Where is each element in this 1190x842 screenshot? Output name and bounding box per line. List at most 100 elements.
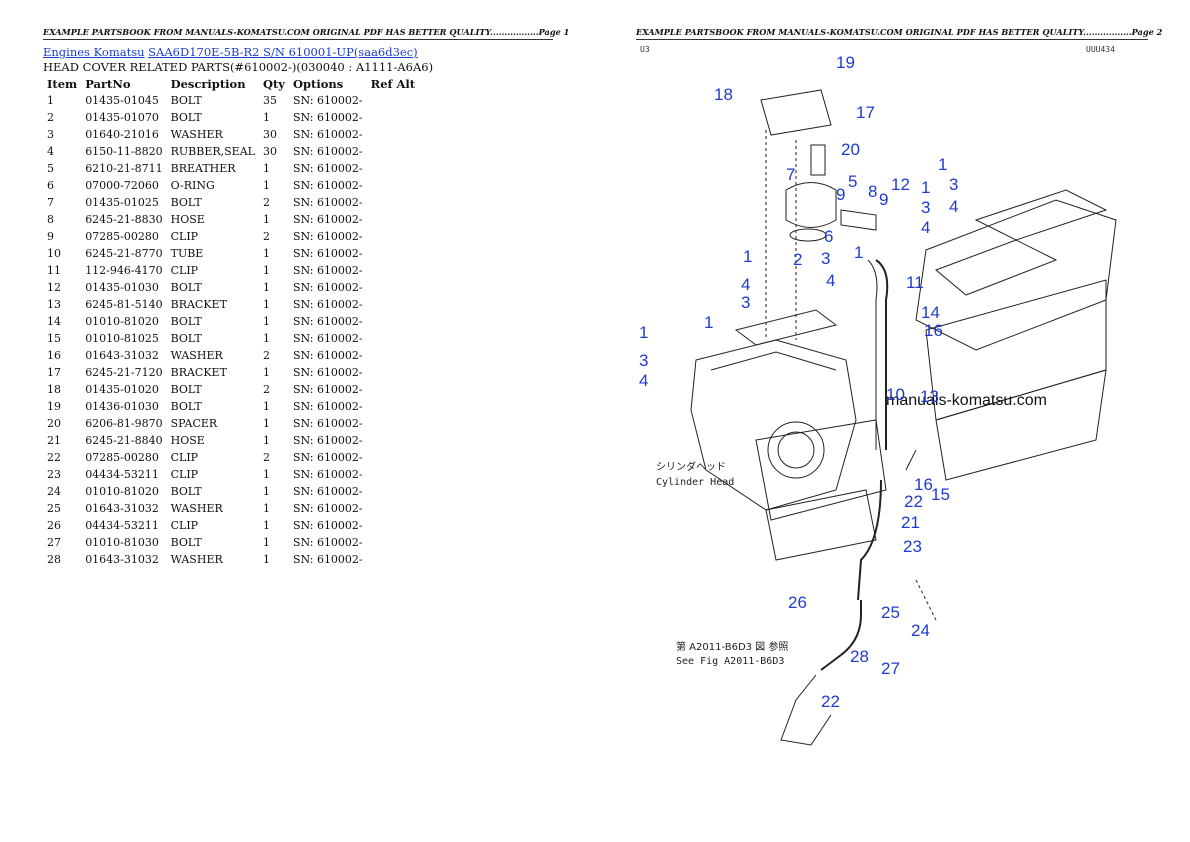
callout-number: 16 [924,321,943,340]
bracket-17 [760,89,832,136]
callout-number: 11 [906,273,924,292]
cell-item: 9 [47,230,54,243]
cell-qty: 30 [262,128,277,141]
cell-partno: 6245-21-8830 [85,213,163,226]
cell-refalt [367,449,419,466]
cell-options: SN: 610002- [292,196,363,209]
cell-partno: 6245-21-8770 [85,247,163,260]
cell-partno: 01640-21016 [85,128,159,141]
col-refalt: Ref Alt [370,76,416,91]
breadcrumb-link-engines[interactable]: Engines Komatsu [43,45,145,59]
callout-number: 4 [921,218,930,237]
callout-number: 7 [786,165,795,184]
cell-qty: 35 [262,94,277,107]
head-port-ring [767,421,825,479]
cell-options: SN: 610002- [292,111,363,124]
cell-qty: 1 [262,400,270,413]
cell-options: SN: 610002- [292,145,363,158]
cell-item: 26 [47,519,61,532]
cell-qty: 1 [262,332,270,345]
cell-description: SPACER [170,417,218,430]
cell-qty: 1 [262,553,270,566]
col-description: Description [170,76,246,91]
cell-item: 16 [47,349,61,362]
cell-partno: 01643-31032 [85,553,159,566]
cell-partno: 01010-81020 [85,485,159,498]
breadcrumb-link-model[interactable]: SAA6D170E-5B-R2 S/N 610001-UP(saa6d3ec) [148,45,418,59]
cell-description: WASHER [170,502,223,515]
cell-description: WASHER [170,553,223,566]
cell-description: BOLT [170,383,202,396]
cell-refalt [367,517,419,534]
lower-flange [780,674,832,746]
cell-refalt [367,432,419,449]
callout-number: 4 [826,271,835,290]
cell-description: BOLT [170,196,202,209]
cell-refalt [367,347,419,364]
cell-item: 19 [47,400,61,413]
cell-partno: 07285-00280 [85,230,159,243]
head-cover-right-top-a [974,189,1108,241]
cell-qty: 2 [262,451,270,464]
cell-partno: 07000-72060 [85,179,159,192]
cell-item: 5 [47,162,54,175]
cell-refalt [367,466,419,483]
cell-partno: 01435-01045 [85,94,159,107]
cell-item: 24 [47,485,61,498]
cell-options: SN: 610002- [292,485,363,498]
callout-number: 9 [879,190,888,209]
cell-partno: 01436-01030 [85,400,159,413]
cell-qty: 2 [262,230,270,243]
cylinder-head-label: Cylinder Head [656,477,734,488]
cell-item: 8 [47,213,54,226]
callout-number: 4 [949,197,958,216]
cell-qty: 1 [262,111,270,124]
callout-number: 3 [949,175,958,194]
cell-description: TUBE [170,247,204,260]
cell-refalt [367,279,419,296]
cell-options: SN: 610002- [292,162,363,175]
cell-refalt [367,364,419,381]
cell-options: SN: 610002- [292,434,363,447]
cell-refalt [367,381,419,398]
cell-options: SN: 610002- [292,281,363,294]
hose-lower [820,600,862,671]
cell-description: O-RING [170,179,215,192]
head-cover-right-outline [915,199,1117,351]
cell-partno: 01010-81030 [85,536,159,549]
watermark-text: manuals-komatsu.com [886,392,1047,409]
leader-line-d [915,579,937,621]
cell-item: 7 [47,196,54,209]
cell-partno: 04434-53211 [85,468,159,481]
cell-item: 14 [47,315,61,328]
jp-ref-label: 第 A2011-B6D3 図 参照 [676,640,788,653]
cell-description: BOLT [170,485,202,498]
cell-description: BOLT [170,281,202,294]
callout-number: 16 [914,475,933,494]
callout-number: 1 [639,323,648,342]
breather-5 [785,182,837,228]
cell-description: CLIP [170,451,199,464]
col-item: Item [47,76,78,91]
cell-refalt [367,143,419,160]
cell-qty: 1 [262,468,270,481]
callout-number: 8 [868,182,877,201]
cell-refalt [367,313,419,330]
callout-number: 1 [743,247,752,266]
cell-qty: 1 [262,485,270,498]
engine-block-right-lower [935,369,1107,481]
callout-number: 12 [891,175,910,194]
cylinder-head-lower [765,489,877,561]
callout-number: 20 [841,140,860,159]
